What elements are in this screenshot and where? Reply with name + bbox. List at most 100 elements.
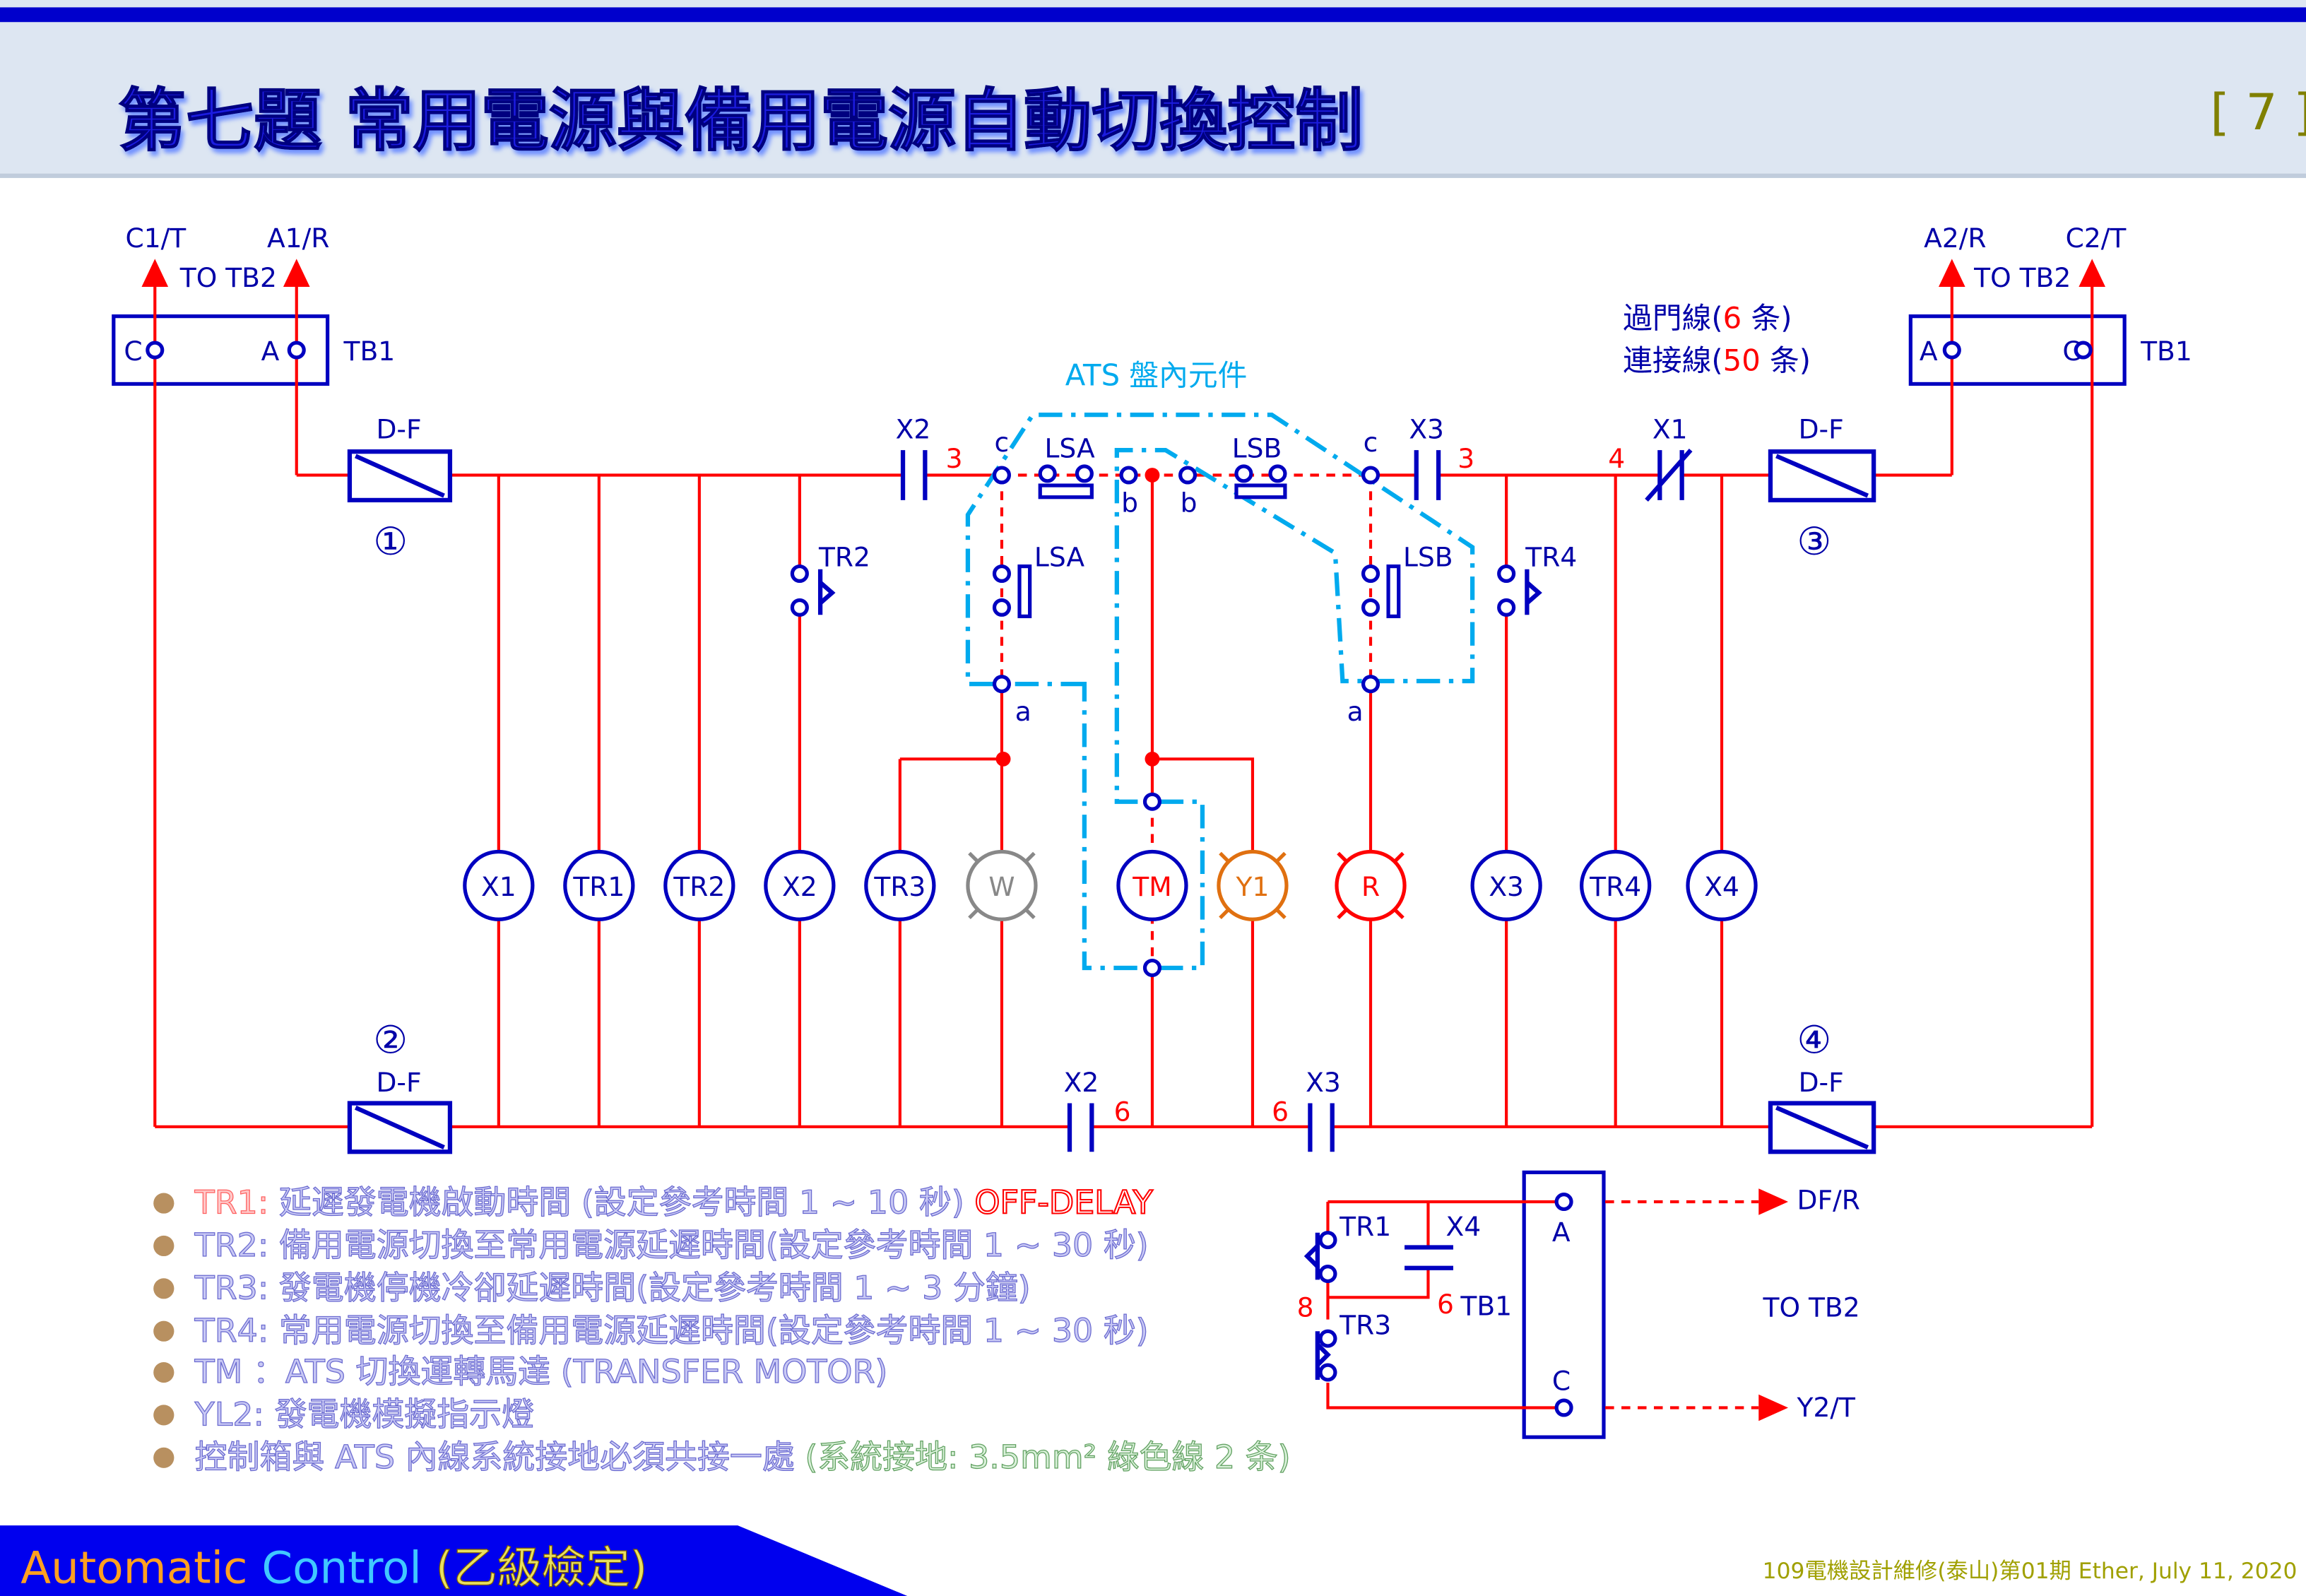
wire-number: 8 [1297,1291,1314,1323]
lamp-r: R [1335,849,1407,921]
contact-x3-top [1414,450,1441,500]
contact-x1-nc [1645,449,1693,502]
coil-tr3: TR3 [864,849,936,921]
lsa-label: LSA [1034,542,1085,573]
motor-tm: TM [1116,849,1188,921]
svg-text:TR1: 延遲發電機啟動時間 (設定參考時間 1 ~ 10: TR1: 延遲發電機啟動時間 (設定參考時間 1 ~ 10 秒) OFF-DEL… [194,1183,1154,1222]
footer-title: Automatic Control (乙級檢定) [20,1542,647,1593]
svg-text:連接線(50 条): 連接線(50 条) [1623,343,1811,378]
coil-x2: X2 [764,849,836,921]
note-item: 控制箱與 ATS 內線系統接地必須共接一處 (系統接地: 3.5mm² 綠色線 … [153,1437,1291,1476]
lsa-label: LSA [1045,433,1096,464]
svg-text:R: R [1361,871,1380,902]
svg-text:X2: X2 [782,871,817,902]
label-c1t: C1/T [126,223,187,254]
label-c: C [124,336,142,367]
svg-text:TR3: TR3 [873,871,926,902]
ats-nodes [992,466,1380,977]
aux-x4-label: X4 [1446,1211,1482,1242]
aux-to-tb2-label: TO TB2 [1763,1291,1860,1323]
aux-tr3-label: TR3 [1339,1309,1391,1340]
df-label: D-F [377,413,422,444]
svg-text:TR2: TR2 [673,871,725,902]
note-item: TR4: 常用電源切換至備用電源延遲時間(設定參考時間 1 ~ 30 秒) [153,1311,1149,1349]
svg-text:X1: X1 [481,871,516,902]
svg-text:TR1: TR1 [572,871,625,902]
note-item: TM ：ATS 切換運轉馬達 (TRANSFER MOTOR) [153,1352,888,1391]
header-divider [0,173,2306,178]
contact-label: TR2 [818,542,870,573]
svg-text:YL2: 發電機模擬指示燈: YL2: 發電機模擬指示燈 [194,1395,534,1434]
footer-credit: 109電機設計維修(泰山)第01期 Ether, July 11, 2020 [1763,1559,2298,1584]
df-label: D-F [1799,413,1844,444]
limit-switch-lsa-top [1038,464,1094,500]
page-tag: [ 7 ] [2210,83,2306,141]
contact-label: X3 [1306,1067,1341,1098]
coil-x4: X4 [1686,849,1758,921]
aux-y2t-label: Y2/T [1797,1392,1857,1423]
contact-label: TR4 [1525,542,1577,573]
breaker-num-1: ① [373,519,408,564]
lsb-label: LSB [1403,542,1453,573]
breaker-df-1 [347,449,453,503]
limit-switch-lsb-side [1361,564,1401,618]
contact-label: X1 [1652,413,1688,444]
aux-tr1-label: TR1 [1339,1211,1391,1242]
node-b: b [1121,487,1138,519]
note-item: YL2: 發電機模擬指示燈 [153,1395,535,1434]
wire-number: 6 [1437,1289,1454,1320]
ats-label: ATS 盤內元件 [1065,358,1248,393]
contact-tr4 [1497,564,1542,617]
label-a2r: A2/R [1924,223,1986,254]
svg-text:TR4: TR4 [1589,871,1641,902]
lsb-label: LSB [1232,433,1282,464]
contact-tr2 [790,564,836,617]
aux-circuit [1303,1170,1789,1439]
df-label: D-F [1799,1067,1844,1098]
aux-dfr-label: DF/R [1797,1184,1860,1215]
label-to-tb2: TO TB2 [1973,262,2071,293]
svg-text:TM: TM [1132,871,1171,902]
page-title: 第七題 常用電源與備用電源自動切換控制 [118,81,1363,160]
node-b: b [1181,487,1198,519]
svg-text:TR3: 發電機停機冷卻延遲時間(設定參考時間 1 ~ 3: TR3: 發電機停機冷卻延遲時間(設定參考時間 1 ~ 3 分鐘) [194,1268,1031,1306]
wire-number: 6 [1272,1096,1289,1128]
contact-label: X2 [1064,1067,1099,1098]
breaker-df-3 [1768,449,1876,503]
breaker-num-4: ④ [1797,1018,1832,1063]
label-tb1: TB1 [343,336,396,367]
svg-text:TR4: 常用電源切換至備用電源延遲時間(設定參考時間 1: TR4: 常用電源切換至備用電源延遲時間(設定參考時間 1 ~ 30 秒) [194,1311,1149,1349]
contact-label: X3 [1409,413,1444,444]
contact-label: X2 [896,413,931,444]
ats-boundary [965,413,1475,971]
note-item: TR1: 延遲發電機啟動時間 (設定參考時間 1 ~ 10 秒) OFF-DEL… [153,1183,1154,1222]
node-a: a [1347,696,1364,727]
svg-text:TR2: 備用電源切換至常用電源延遲時間(設定參考時間 1: TR2: 備用電源切換至常用電源延遲時間(設定參考時間 1 ~ 30 秒) [194,1226,1149,1264]
wire-number: 6 [1114,1096,1131,1128]
node-c: c [995,427,1010,458]
svg-text:Y1: Y1 [1236,871,1270,902]
aux-c-label: C [1552,1366,1571,1397]
contact-x3-bottom [1308,1103,1335,1152]
label-c: C [2062,336,2081,367]
wire-count-note: 過門線(6 条) 連接線(50 条) [1623,300,1811,377]
contact-x2-top [900,450,928,500]
note-item: TR2: 備用電源切換至常用電源延遲時間(設定參考時間 1 ~ 30 秒) [153,1225,1149,1265]
coil-tr1: TR1 [563,849,635,921]
aux-a-label: A [1552,1217,1571,1248]
svg-text:W: W [988,871,1015,902]
lamp-y1: Y1 [1217,849,1289,921]
svg-text:TM ：ATS 切換運轉馬達 (TRANSFER MOTOR: TM ：ATS 切換運轉馬達 (TRANSFER MOTOR) [194,1352,888,1390]
svg-text:過門線(6 条): 過門線(6 条) [1623,300,1792,335]
footer-band [0,1525,908,1596]
breaker-df-4 [1768,1101,1876,1154]
coil-tr4: TR4 [1580,849,1652,921]
coil-x1: X1 [463,849,535,921]
limit-switch-lsb-top [1234,464,1287,500]
breaker-df-2 [347,1101,453,1154]
limit-switch-lsa-side [992,564,1032,618]
wire-number: 3 [946,443,963,474]
breaker-num-2: ② [373,1018,408,1063]
header-bar [0,7,2306,23]
